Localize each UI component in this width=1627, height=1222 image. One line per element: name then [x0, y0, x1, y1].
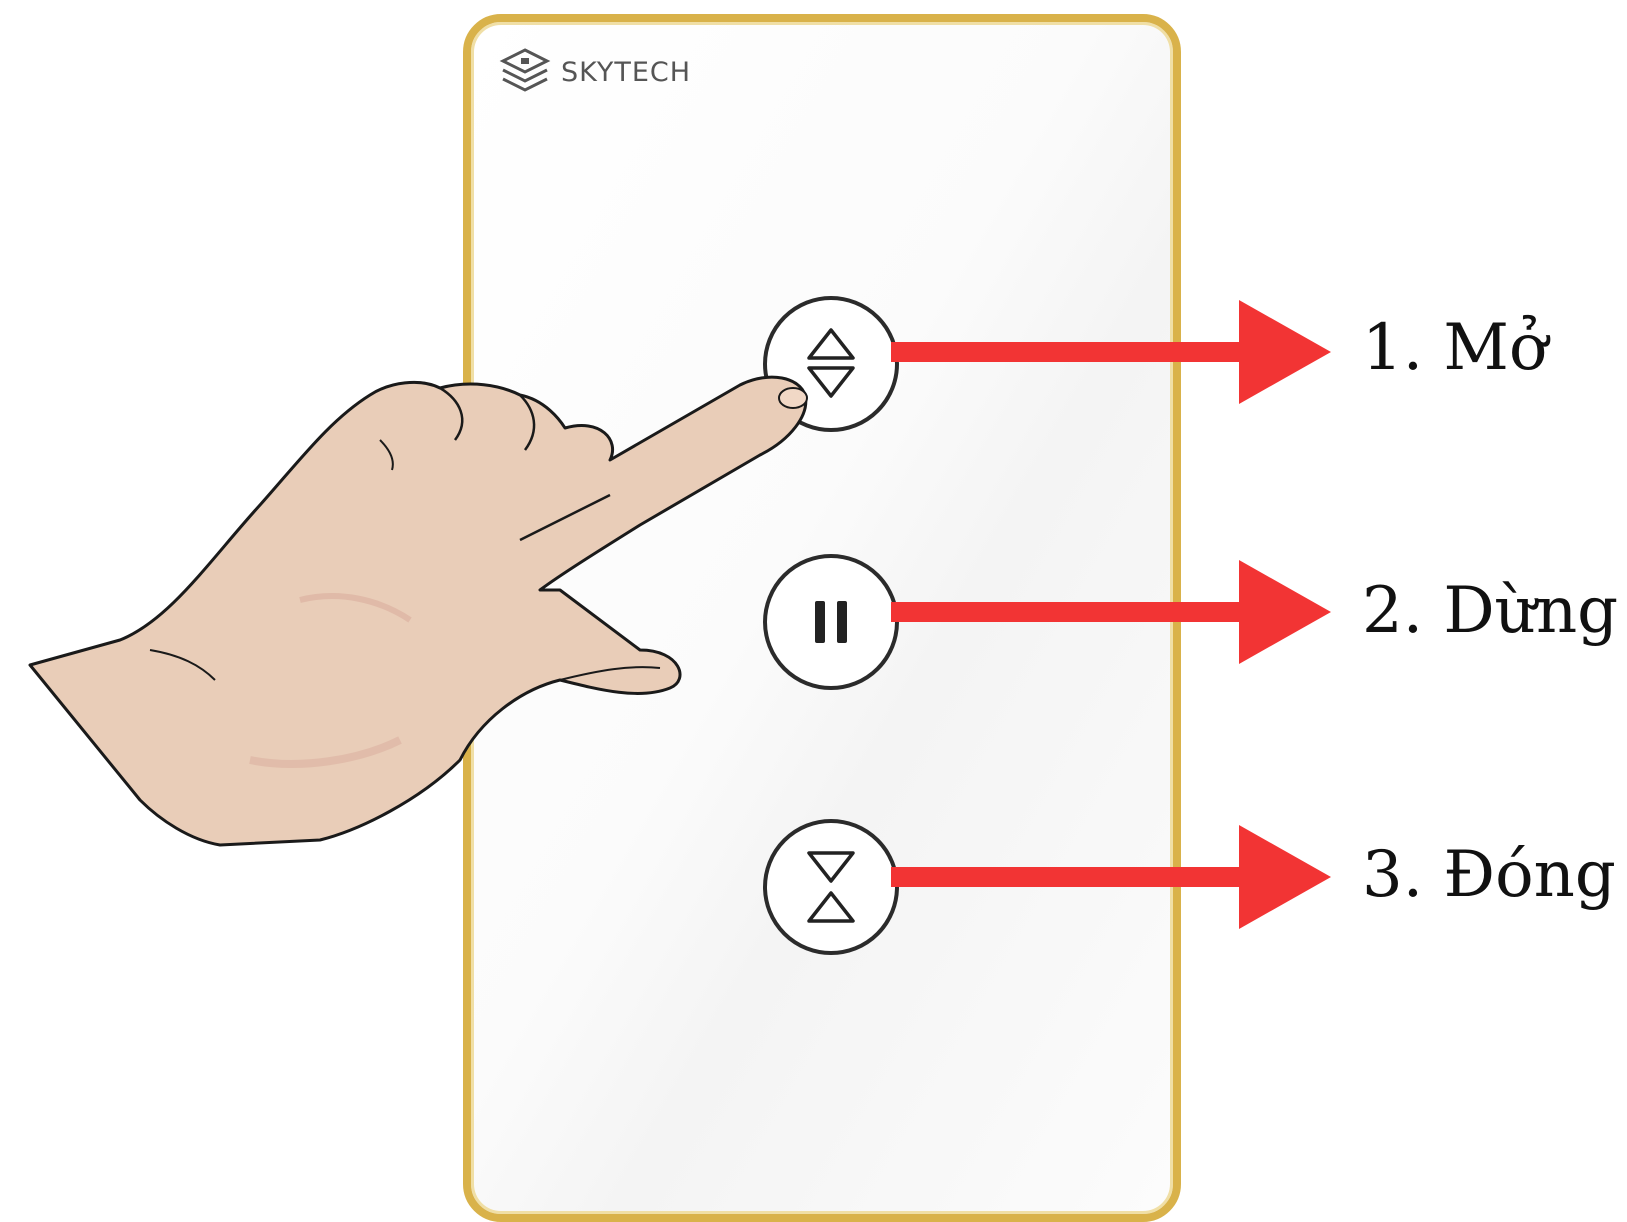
- stop-button[interactable]: [763, 554, 899, 690]
- arrow-open: [891, 300, 1331, 404]
- skytech-logo-icon: [499, 48, 551, 92]
- open-up-down-triangles-icon: [807, 328, 855, 398]
- brand: SKYTECH: [497, 44, 691, 100]
- brand-name: SKYTECH: [561, 56, 692, 88]
- pause-icon: [815, 601, 847, 643]
- label-open: 1. Mở: [1362, 311, 1548, 385]
- close-button[interactable]: [763, 819, 899, 955]
- pointing-hand-illustration: [28, 375, 808, 847]
- close-down-up-triangles-icon: [807, 851, 855, 923]
- arrow-stop: [891, 560, 1331, 664]
- arrow-close: [891, 825, 1331, 929]
- label-stop: 2. Dừng: [1362, 574, 1619, 648]
- label-close: 3. Đóng: [1362, 838, 1616, 912]
